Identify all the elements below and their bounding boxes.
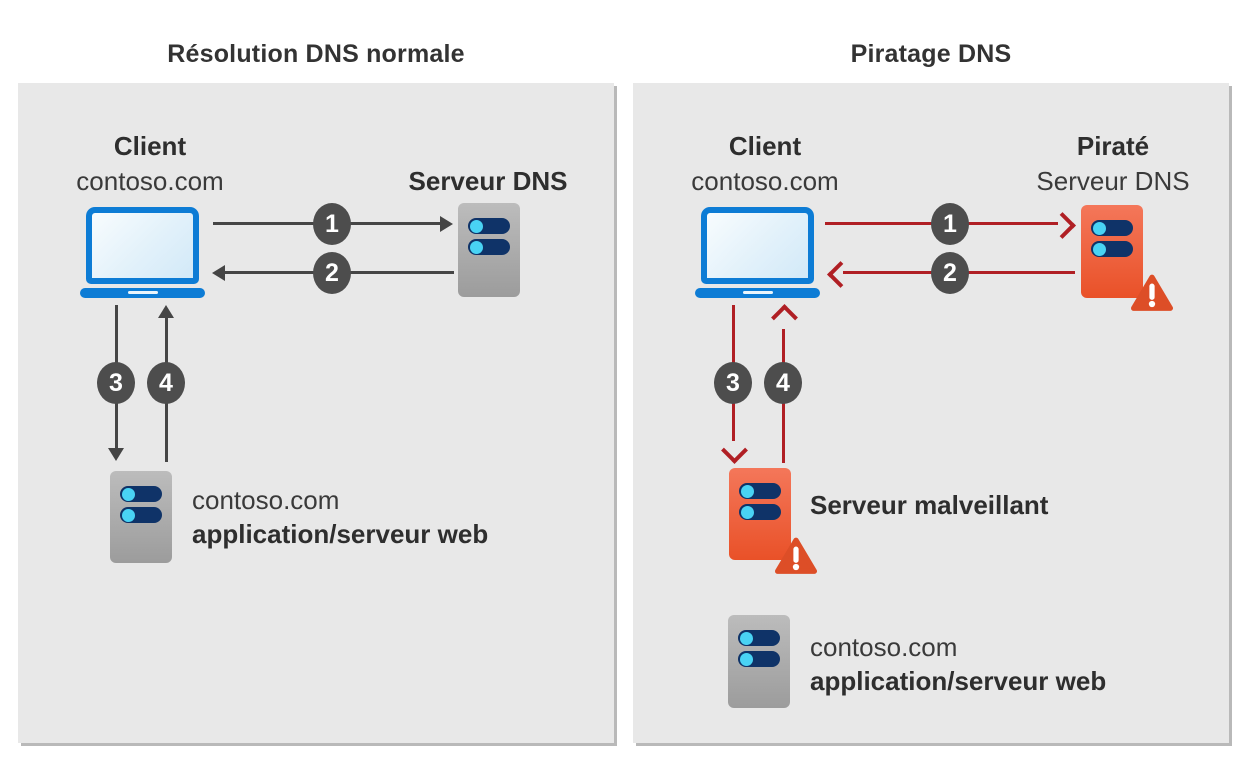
- dns-server-icon: [458, 203, 520, 297]
- step-badge-4: 4: [764, 362, 802, 404]
- left-panel-title: Résolution DNS normale: [167, 40, 465, 68]
- web-server-domain: contoso.com: [192, 485, 340, 515]
- server-slot-light: [122, 508, 135, 522]
- server-slot-light: [740, 631, 753, 645]
- hacked-dns-label: Piraté Serveur DNS: [988, 129, 1238, 199]
- server-slot-light: [741, 484, 754, 498]
- step-badge-4: 4: [147, 362, 185, 404]
- web-server-label: contoso.com application/serveur web: [810, 630, 1106, 698]
- warning-icon: [775, 537, 817, 574]
- arrowhead-right-icon: [440, 216, 453, 232]
- laptop-icon: [80, 207, 205, 298]
- client-domain: contoso.com: [691, 166, 839, 196]
- server-slot-light: [1093, 242, 1106, 256]
- server-slot-light: [470, 240, 483, 254]
- step-badge-3: 3: [97, 362, 135, 404]
- server-slot: [739, 483, 781, 499]
- right-panel-title: Piratage DNS: [850, 40, 1012, 68]
- server-slot-light: [741, 505, 754, 519]
- server-slot: [468, 239, 510, 255]
- server-slot-light: [740, 652, 753, 666]
- laptop-icon: [695, 207, 820, 298]
- warning-icon: [1131, 274, 1173, 311]
- hacked-dns-status: Piraté: [1076, 131, 1150, 161]
- arrowhead-left-icon: [212, 265, 225, 281]
- laptop-base: [80, 288, 205, 298]
- server-slot: [120, 486, 162, 502]
- arrowhead-right-icon: [1049, 212, 1076, 239]
- server-slot-light: [1093, 221, 1106, 235]
- laptop-notch: [127, 291, 158, 294]
- client-name: Client: [113, 131, 187, 161]
- step-badge-3: 3: [714, 362, 752, 404]
- laptop-base: [695, 288, 820, 298]
- arrowhead-up-icon: [771, 304, 798, 331]
- laptop-screen: [86, 207, 199, 284]
- client-label: Client contoso.com: [665, 129, 865, 199]
- step-badge-1: 1: [313, 203, 351, 245]
- client-label: Client contoso.com: [50, 129, 250, 199]
- web-server-icon: [728, 615, 790, 708]
- arrowhead-down-icon: [108, 448, 124, 461]
- web-server-icon: [110, 471, 172, 563]
- web-server-label: contoso.com application/serveur web: [192, 483, 488, 551]
- laptop-notch: [742, 291, 773, 294]
- server-slot: [1091, 241, 1133, 257]
- step-badge-2: 2: [313, 252, 351, 294]
- step-badge-1: 1: [931, 203, 969, 245]
- client-name: Client: [728, 131, 802, 161]
- client-domain: contoso.com: [76, 166, 224, 196]
- web-server-role: application/serveur web: [192, 519, 489, 549]
- dns-server-label: Serveur DNS: [408, 166, 568, 196]
- dns-hijacking-panel: Client contoso.com Piraté Serveur DNS 1: [633, 83, 1229, 743]
- malicious-server-icon: [729, 468, 791, 560]
- malicious-server-label: Serveur malveillant: [810, 490, 1049, 520]
- server-slot: [738, 651, 780, 667]
- normal-dns-panel: Client contoso.com Serveur DNS 1 2: [18, 83, 614, 743]
- server-slot: [1091, 220, 1133, 236]
- arrowhead-up-icon: [158, 305, 174, 318]
- server-slot: [738, 630, 780, 646]
- laptop-screen: [701, 207, 814, 284]
- step-badge-2: 2: [931, 252, 969, 294]
- arrowhead-left-icon: [827, 261, 854, 288]
- hacked-dns-server-icon: [1081, 205, 1143, 298]
- server-slot-light: [470, 219, 483, 233]
- server-slot: [120, 507, 162, 523]
- web-server-domain: contoso.com: [810, 632, 958, 662]
- server-slot: [468, 218, 510, 234]
- server-slot-light: [122, 487, 135, 501]
- web-server-role: application/serveur web: [810, 666, 1107, 696]
- server-slot: [739, 504, 781, 520]
- hacked-dns-name: Serveur DNS: [1036, 166, 1190, 196]
- arrowhead-down-icon: [721, 437, 748, 464]
